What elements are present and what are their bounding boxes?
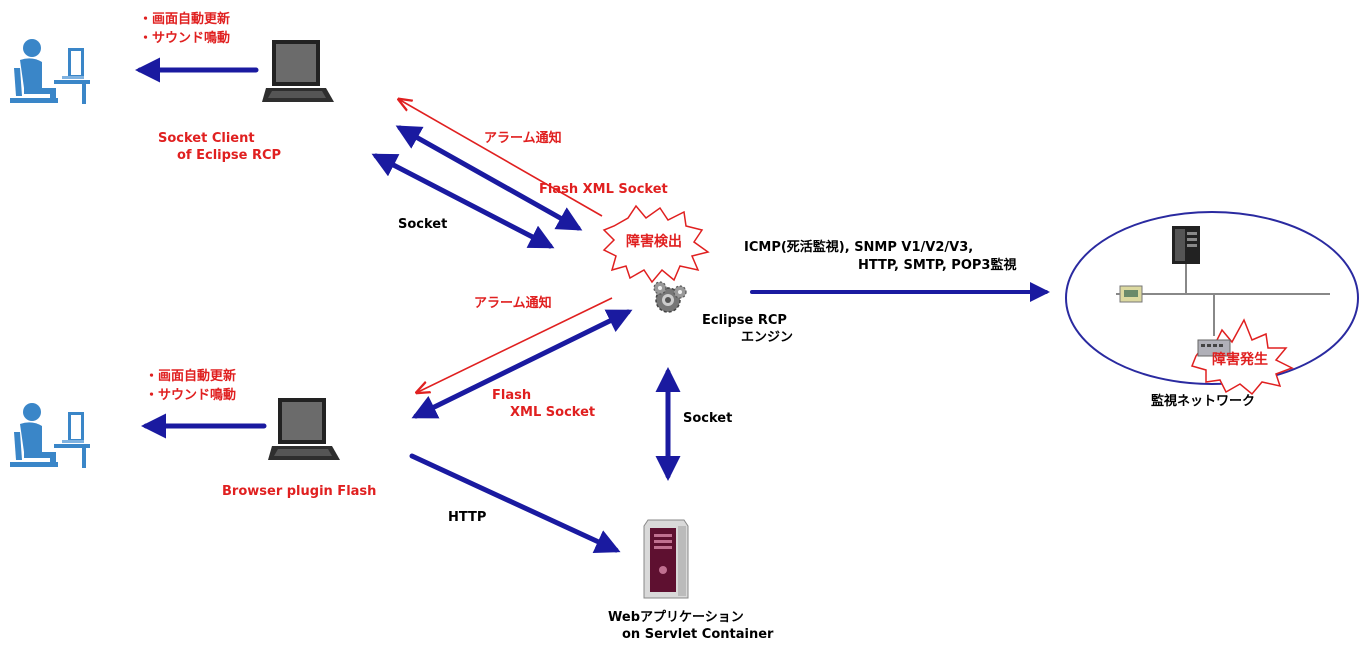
flash-xml-label-top: Flash XML Socket	[539, 182, 668, 197]
user-icon-top	[10, 39, 90, 104]
flash-label-bottom-1: Flash	[492, 388, 532, 403]
network-name: 監視ネットワーク	[1151, 394, 1256, 409]
bottom-client-name: Browser plugin Flash	[222, 484, 377, 499]
arrow-flash-xml-bottom	[411, 309, 633, 419]
flash-label-bottom-2: XML Socket	[510, 405, 596, 420]
top-client-note-2: ・サウンド鳴動	[139, 31, 231, 46]
bottom-client-note-1: ・画面自動更新	[145, 369, 237, 384]
arrow-http	[409, 453, 621, 553]
engine-name-2: エンジン	[741, 330, 794, 345]
network-device-icon	[1197, 339, 1231, 357]
hub-icon	[1116, 285, 1143, 303]
fault-burst-network	[1190, 318, 1294, 396]
socket-label-vertical: Socket	[683, 411, 733, 426]
fault-burst-engine	[602, 204, 710, 284]
alarm-label-bottom: アラーム通知	[474, 296, 552, 311]
server-icon	[643, 519, 689, 599]
fault-occur-label: 障害発生	[1212, 352, 1268, 368]
top-client-name-1: Socket Client	[158, 131, 255, 146]
gear-icon-small-1	[653, 281, 667, 295]
webapp-name-2: on Servlet Container	[622, 627, 774, 642]
fault-detect-label: 障害検出	[626, 234, 682, 250]
webapp-name-1: Webアプリケーション	[608, 610, 744, 625]
alarm-label-top: アラーム通知	[484, 131, 562, 146]
arrows	[135, 57, 1050, 553]
gear-icon-small-2	[673, 285, 687, 299]
bottom-client-note-2: ・サウンド鳴動	[145, 388, 237, 403]
user-icon-bottom	[10, 403, 90, 468]
network-ellipse	[1065, 211, 1359, 385]
laptop-icon-bottom	[268, 398, 340, 460]
socket-label-top: Socket	[398, 217, 448, 232]
top-client-note-1: ・画面自動更新	[139, 12, 231, 27]
alarm-arrow-top	[400, 100, 603, 217]
http-label: HTTP	[448, 510, 487, 525]
top-client-name-2: of Eclipse RCP	[177, 148, 282, 163]
alarm-arrow-bottom	[418, 297, 613, 392]
arrow-socket-top	[371, 153, 555, 249]
laptop-icon-top	[262, 40, 334, 102]
monitor-protocols-2: HTTP, SMTP, POP3監視	[858, 258, 1017, 273]
network-bus	[1136, 264, 1330, 336]
monitor-protocols-1: ICMP(死活監視), SNMP V1/V2/V3,	[744, 240, 974, 255]
server-rack-icon	[1172, 226, 1200, 264]
engine-name-1: Eclipse RCP	[702, 313, 787, 328]
